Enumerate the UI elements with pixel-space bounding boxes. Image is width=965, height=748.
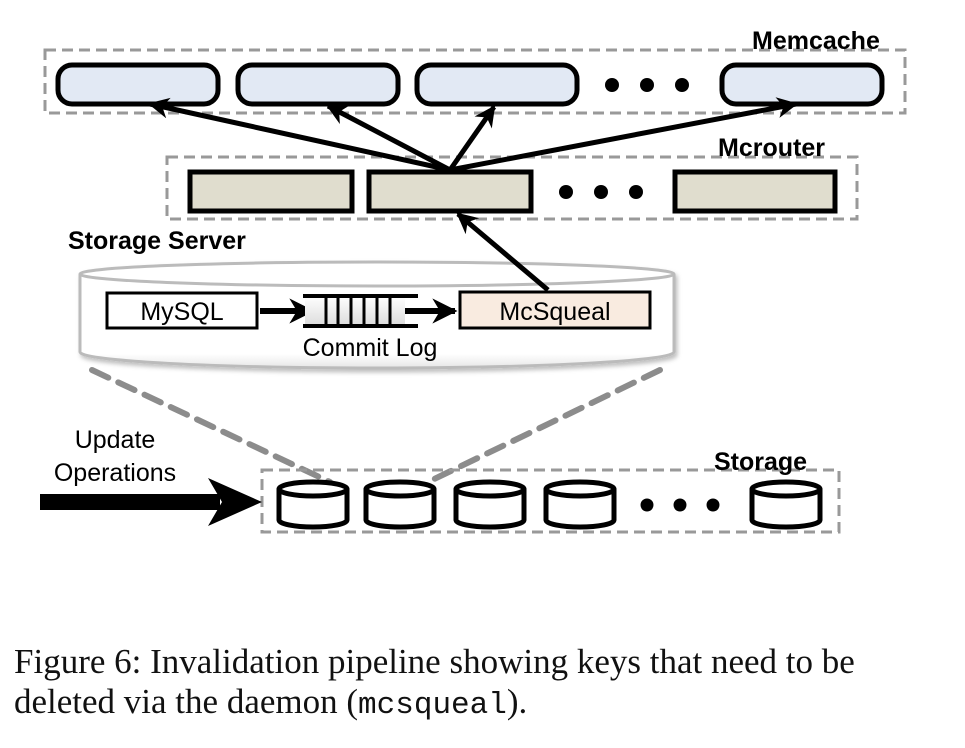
memcache-node <box>55 62 221 107</box>
caption-text: Figure 6: Invalidation pipeline showing … <box>14 642 855 721</box>
mysql-box <box>105 291 259 330</box>
zoom-lines <box>89 367 663 485</box>
storage-group: Storage <box>260 448 841 534</box>
memcache-node <box>414 62 580 107</box>
memcache-node <box>235 62 401 107</box>
mysql-label: MySQL <box>140 298 223 326</box>
figure-caption: Figure 6: Invalidation pipeline showing … <box>14 642 954 726</box>
memcache-node <box>719 62 885 107</box>
storage-disk-icon <box>749 479 823 530</box>
mcsqueal-label: McSqueal <box>499 298 610 326</box>
arrow-to-memcache-1 <box>147 97 451 173</box>
caption-text-end: ). <box>506 682 528 721</box>
storage-server-label: Storage Server <box>68 227 246 255</box>
mcsqueal-box <box>458 290 652 330</box>
memcache-label: Memcache <box>752 27 880 55</box>
mcrouter-group: Mcrouter <box>165 134 859 221</box>
caption-code: mcsqueal <box>358 688 507 723</box>
mcrouter-node <box>672 169 838 214</box>
memcache-group: Memcache <box>43 27 907 115</box>
storage-ellipsis-icon <box>640 498 720 512</box>
update-operations-label-line2: Operations <box>54 459 176 487</box>
storage-disk-icon <box>453 479 527 530</box>
update-operations-arrow-icon <box>40 478 262 526</box>
storage-label: Storage <box>714 448 807 476</box>
storage-disk-icon <box>543 479 617 530</box>
arrow-to-memcache-2 <box>326 103 452 173</box>
storage-group-border <box>260 468 841 534</box>
fanout-arrows <box>147 97 799 173</box>
storage-disk-icon <box>363 479 437 530</box>
memcache-ellipsis-icon <box>605 78 689 92</box>
mcrouter-node <box>187 169 355 214</box>
mcrouter-ellipsis-icon <box>559 185 643 199</box>
storage-disk-icon <box>276 479 350 530</box>
arrow-to-memcache-3 <box>447 105 497 172</box>
mcrouter-label: Mcrouter <box>718 134 825 162</box>
arrow-mcsqueal-to-mcrouter <box>456 212 550 292</box>
arrow-to-memcache-n <box>449 97 799 173</box>
mcrouter-node <box>366 169 534 214</box>
invalidation-pipeline-diagram: Memcache Mcrouter Storage Server <box>40 27 907 534</box>
commit-log-queue-icon <box>303 294 418 328</box>
update-operations-label-line1: Update <box>75 426 156 454</box>
commit-log-label: Commit Log <box>303 334 438 362</box>
